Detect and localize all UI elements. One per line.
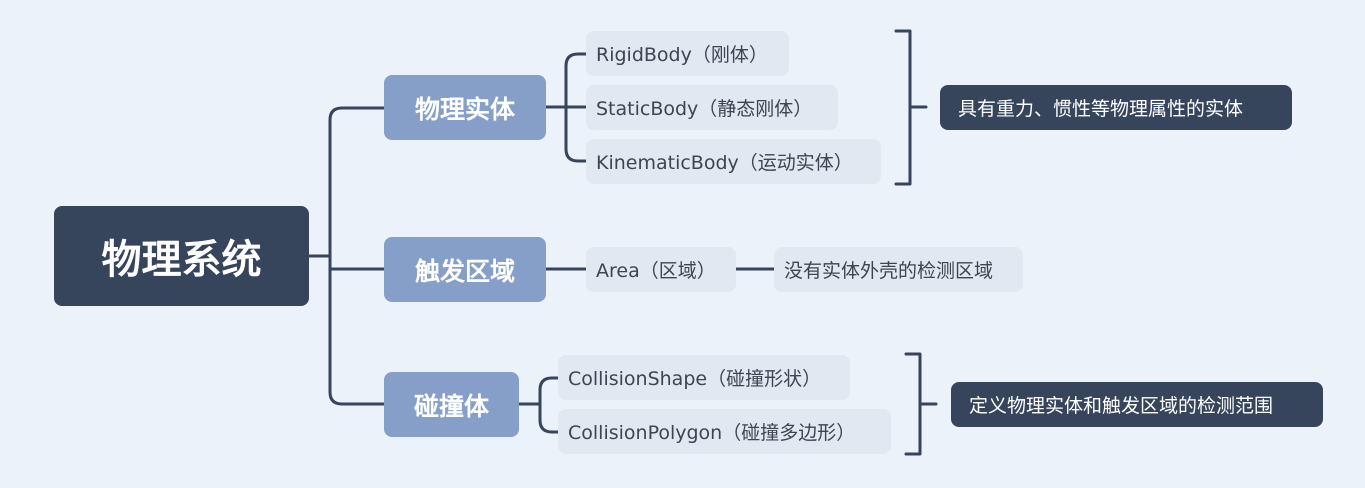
root-node[interactable]: 物理系统: [54, 206, 309, 306]
branch-collision[interactable]: 碰撞体: [384, 372, 519, 437]
connector-branch1-leaf-1: [544, 52, 588, 109]
summary-physics-body[interactable]: 具有重力、惯性等物理属性的实体: [940, 85, 1292, 130]
branch-physics-body[interactable]: 物理实体: [384, 75, 546, 140]
branch-trigger-area[interactable]: 触发区域: [384, 237, 546, 302]
leaf-rigidbody[interactable]: RigidBody（刚体）: [586, 31, 789, 76]
connector-root-branch-2: [307, 254, 386, 271]
leaf-staticbody[interactable]: StaticBody（静态刚体）: [586, 85, 838, 130]
connector-root-branch-1: [307, 106, 386, 258]
connector-root-branch-3: [328, 267, 386, 406]
summary-area[interactable]: 没有实体外壳的检测区域: [774, 247, 1023, 292]
connector-branch3-leaf-1: [517, 376, 560, 406]
connector-branch1-leaf-3: [564, 105, 588, 163]
leaf-collisionshape[interactable]: CollisionShape（碰撞形状）: [558, 355, 850, 400]
summary-bracket-2: [904, 352, 938, 456]
leaf-collisionpolygon[interactable]: CollisionPolygon（碰撞多边形）: [558, 409, 891, 454]
summary-bracket-1: [894, 29, 928, 186]
leaf-area[interactable]: Area（区域）: [586, 247, 736, 292]
summary-collision[interactable]: 定义物理实体和触发区域的检测范围: [951, 382, 1323, 427]
leaf-kinematicbody[interactable]: KinematicBody（运动实体）: [586, 139, 881, 184]
connector-branch3-leaf-2: [538, 402, 560, 434]
